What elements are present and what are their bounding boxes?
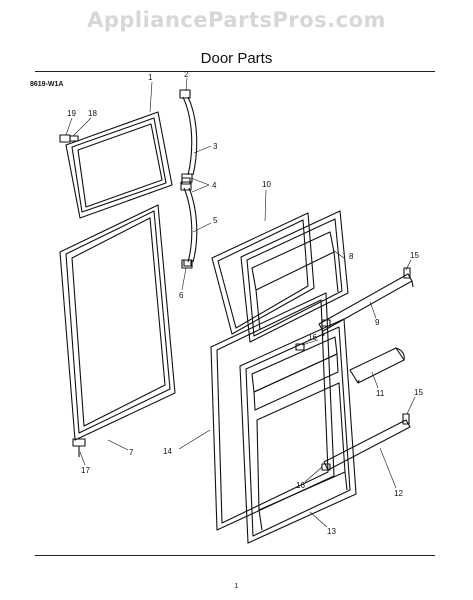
bottom-divider xyxy=(35,555,435,556)
callout-16-upper: 16 xyxy=(308,333,317,342)
callout-6: 6 xyxy=(179,291,184,300)
freezer-door-handle xyxy=(179,89,198,183)
callout-18: 18 xyxy=(88,109,97,118)
callout-3: 3 xyxy=(213,142,218,151)
top-hinge-pin xyxy=(59,134,79,143)
fresh-food-door-liner xyxy=(239,318,357,544)
site-watermark: AppliancePartsPros.com xyxy=(87,8,386,32)
callout-15-lower: 15 xyxy=(414,388,423,397)
callout-15-upper: 15 xyxy=(410,251,419,260)
callout-5: 5 xyxy=(213,216,218,225)
fresh-food-door-handle xyxy=(180,181,198,269)
fresh-food-inner-gasket xyxy=(210,292,335,531)
callout-17: 17 xyxy=(81,466,90,475)
callout-16-lower: 16 xyxy=(296,481,305,490)
callout-12: 12 xyxy=(394,489,403,498)
diagram-code: 8619-W1A xyxy=(30,81,64,88)
callout-11: 11 xyxy=(376,389,385,398)
bottom-hinge xyxy=(72,438,86,457)
top-divider xyxy=(35,71,435,72)
callout-4: 4 xyxy=(212,181,217,190)
callout-9: 9 xyxy=(375,318,380,327)
callout-10: 10 xyxy=(262,180,271,189)
freezer-door-liner xyxy=(240,210,349,343)
callout-7: 7 xyxy=(129,448,134,457)
fresh-food-door-shelf xyxy=(323,413,411,471)
callout-19: 19 xyxy=(67,109,76,118)
page-number: 1 xyxy=(234,583,239,590)
freezer-door-shelf xyxy=(318,267,414,337)
freezer-inner-gasket xyxy=(211,212,315,335)
fresh-food-door-gasket xyxy=(59,204,176,441)
callout-labels: 1 2 3 4 5 6 7 8 9 10 11 12 13 14 15 15 1… xyxy=(67,70,423,536)
callout-2: 2 xyxy=(184,70,189,79)
callout-8: 8 xyxy=(349,252,354,261)
hinge-bracket xyxy=(181,177,192,267)
callout-1: 1 xyxy=(148,73,153,82)
callout-14: 14 xyxy=(163,447,172,456)
callout-leaders xyxy=(65,77,416,528)
page-title: Door Parts xyxy=(200,50,273,67)
dairy-compartment-door xyxy=(349,347,405,384)
freezer-door-gasket xyxy=(65,111,173,219)
callout-13: 13 xyxy=(327,527,336,536)
